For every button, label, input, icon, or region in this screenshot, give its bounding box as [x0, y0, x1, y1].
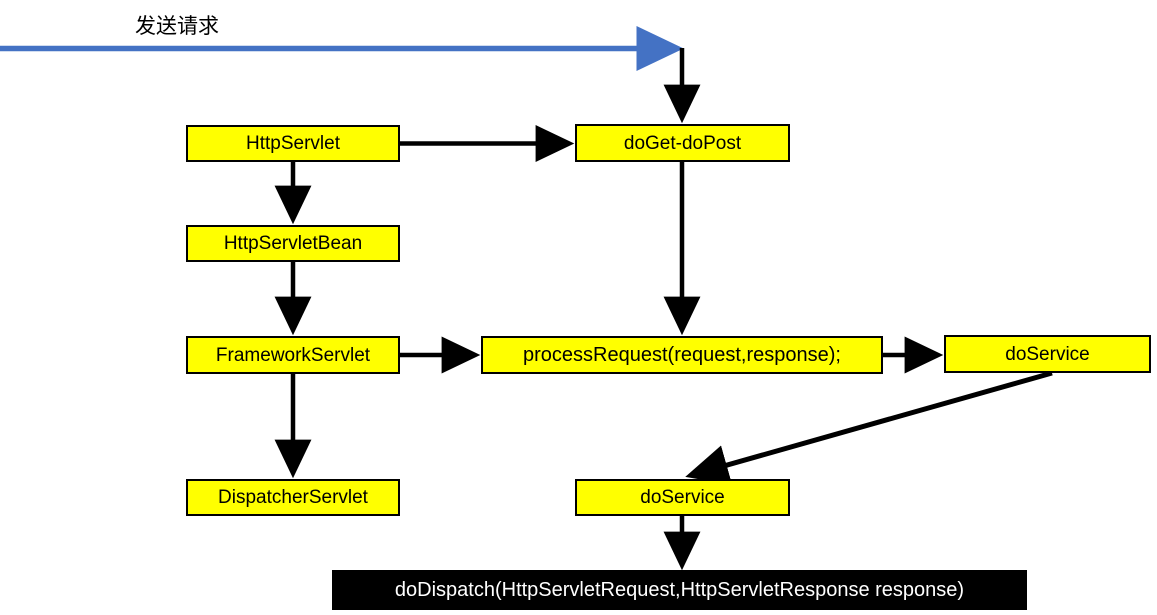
request-label: 发送请求	[135, 15, 219, 38]
node-dodispatch[interactable]: doDispatch(HttpServletRequest,HttpServle…	[332, 570, 1027, 610]
node-processrequest[interactable]: processRequest(request,response);	[481, 336, 883, 374]
node-doget-dopost[interactable]: doGet-doPost	[575, 124, 790, 162]
node-httpservlet[interactable]: HttpServlet	[186, 125, 400, 162]
node-dispatcherservlet[interactable]: DispatcherServlet	[186, 479, 400, 516]
node-httpservletbean[interactable]: HttpServletBean	[186, 225, 400, 262]
node-doservice-bottom[interactable]: doService	[575, 479, 790, 516]
node-frameworkservlet[interactable]: FrameworkServlet	[186, 336, 400, 374]
node-doservice-right[interactable]: doService	[944, 335, 1151, 373]
edge-doservice-right-to-doservice-bottom	[685, 370, 1053, 485]
